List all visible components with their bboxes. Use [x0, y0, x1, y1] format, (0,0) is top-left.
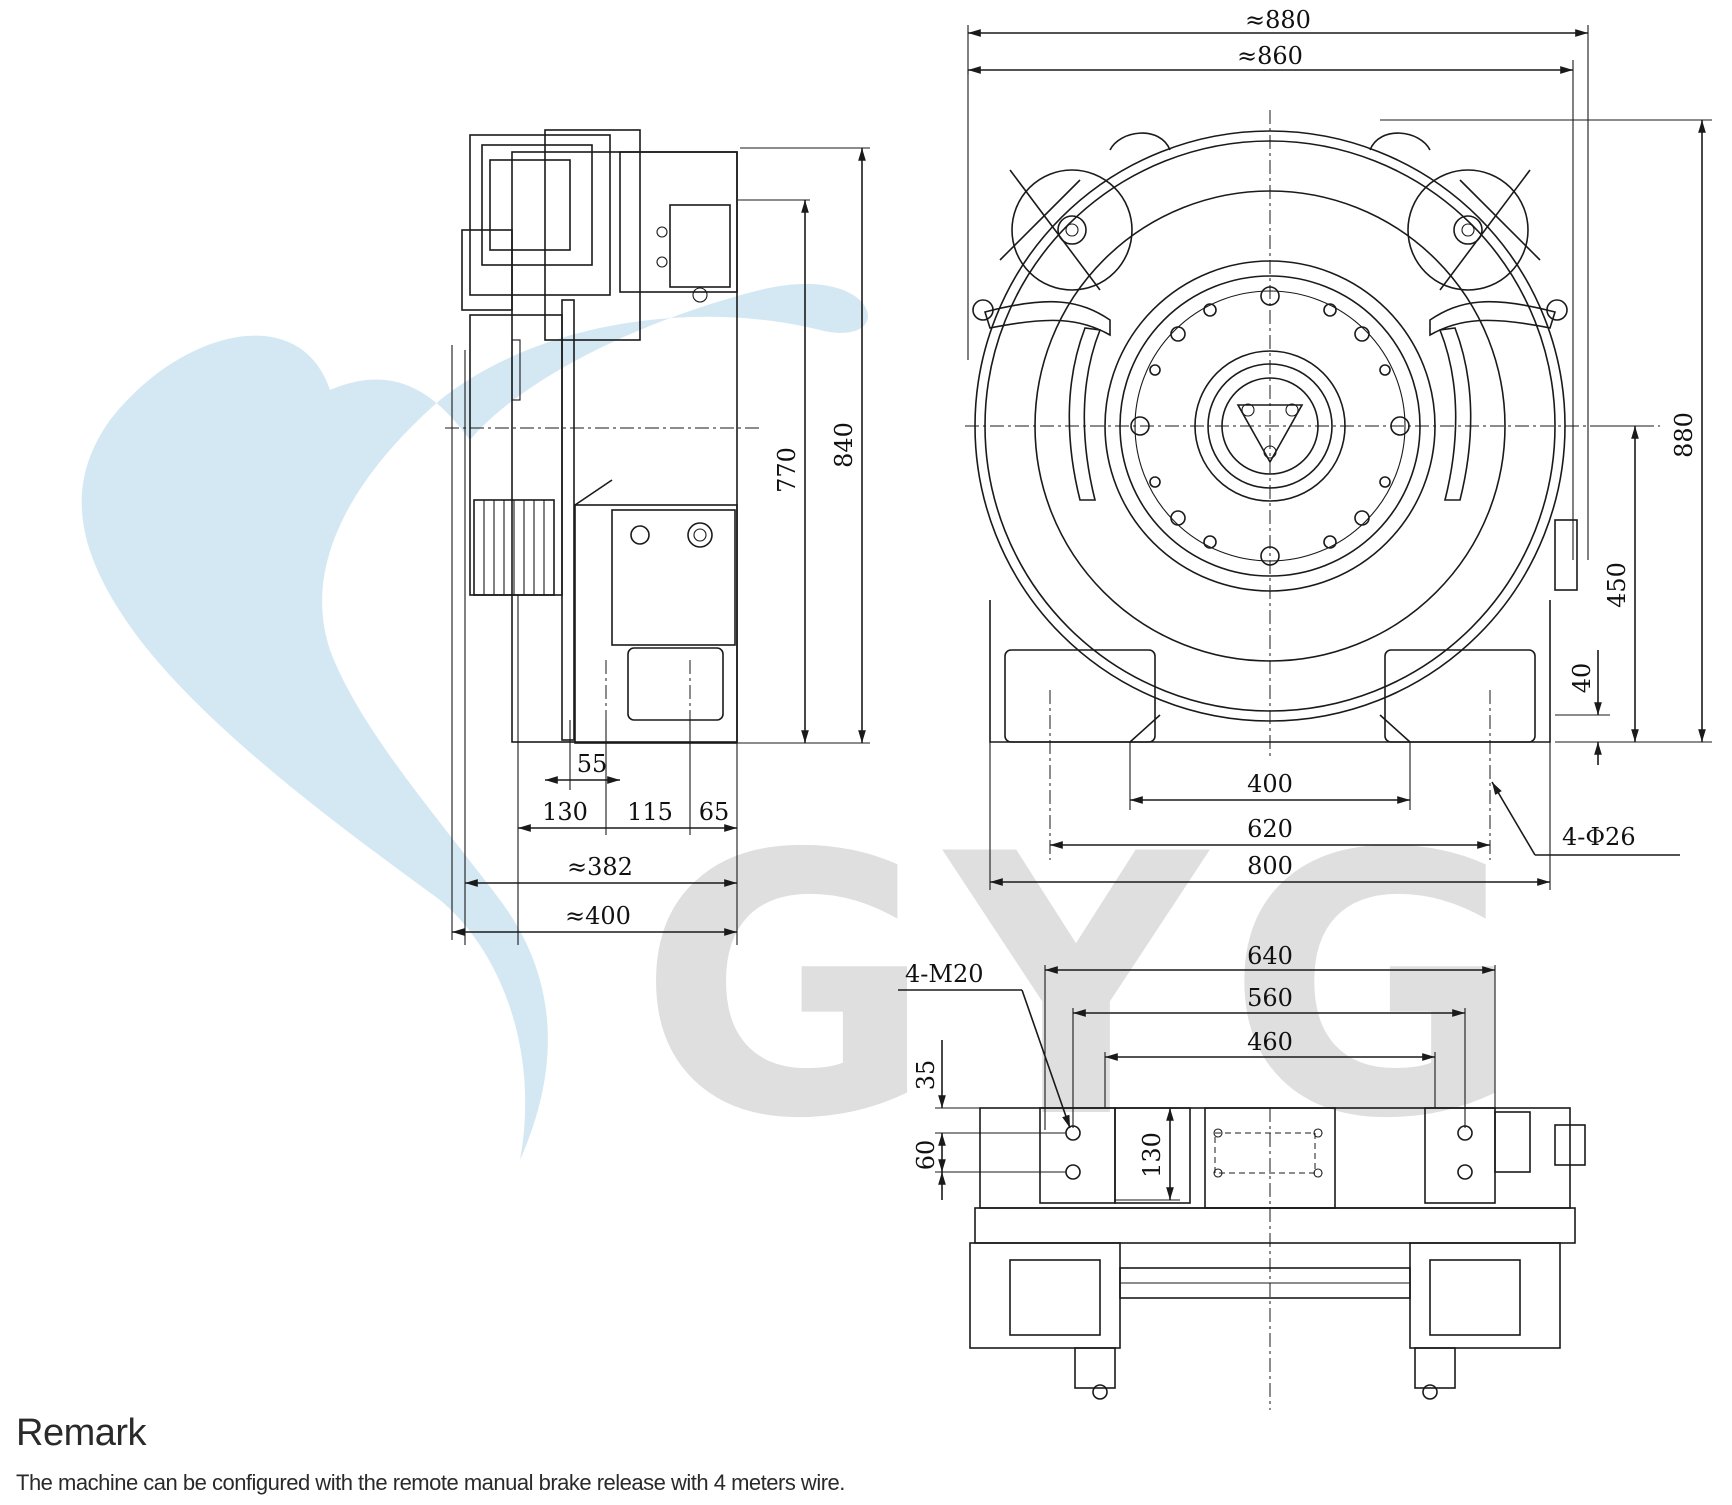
dim-60: 60	[912, 1140, 940, 1171]
watermark: GYG	[81, 283, 1542, 1197]
remark-text: The machine can be configured with the r…	[16, 1470, 845, 1495]
sheave-grooves	[483, 500, 545, 595]
dim-55: 55	[577, 750, 608, 778]
junction-box	[669, 204, 731, 288]
dim-450: 450	[1603, 562, 1631, 608]
dim-400-side: ≈400	[565, 902, 631, 930]
dim-65: 65	[699, 798, 730, 826]
dim-620: 620	[1247, 815, 1293, 843]
dim-400-base: 400	[1247, 770, 1293, 798]
dim-130-vertical: 130	[1138, 1132, 1166, 1178]
dim-115: 115	[627, 798, 673, 826]
dim-35: 35	[912, 1060, 940, 1091]
dim-770: 770	[773, 447, 801, 493]
dim-880-width: ≈880	[1245, 6, 1311, 34]
dim-130: 130	[542, 798, 588, 826]
label-4-m20: 4-M20	[905, 960, 984, 988]
side-view: 770 840 55 130 115 65 ≈382 ≈400	[445, 129, 870, 945]
front-view: ≈880 ≈860 880 450 40 400 620 800 4-Φ26	[965, 6, 1712, 890]
watermark-heart-icon	[81, 283, 868, 1160]
dim-840: 840	[830, 422, 858, 468]
dim-382: ≈382	[567, 853, 633, 881]
terminal-box	[611, 509, 736, 646]
dim-860: ≈860	[1237, 42, 1303, 70]
cable-gland	[1554, 519, 1578, 591]
brake-assembly-left	[972, 169, 1133, 501]
brake-assembly-right	[1407, 169, 1568, 501]
label-4-phi26: 4-Φ26	[1562, 823, 1636, 851]
watermark-letters: GYG	[638, 778, 1542, 1197]
dim-640: 640	[1247, 942, 1293, 970]
remark-title: Remark	[16, 1412, 147, 1454]
bottom-view: 640 560 460 4-M20 35 60 130	[898, 942, 1586, 1410]
dim-560: 560	[1247, 984, 1293, 1012]
dim-460: 460	[1247, 1028, 1293, 1056]
dim-800: 800	[1247, 852, 1293, 880]
dim-880-height: 880	[1670, 412, 1698, 458]
dim-40: 40	[1568, 663, 1596, 694]
